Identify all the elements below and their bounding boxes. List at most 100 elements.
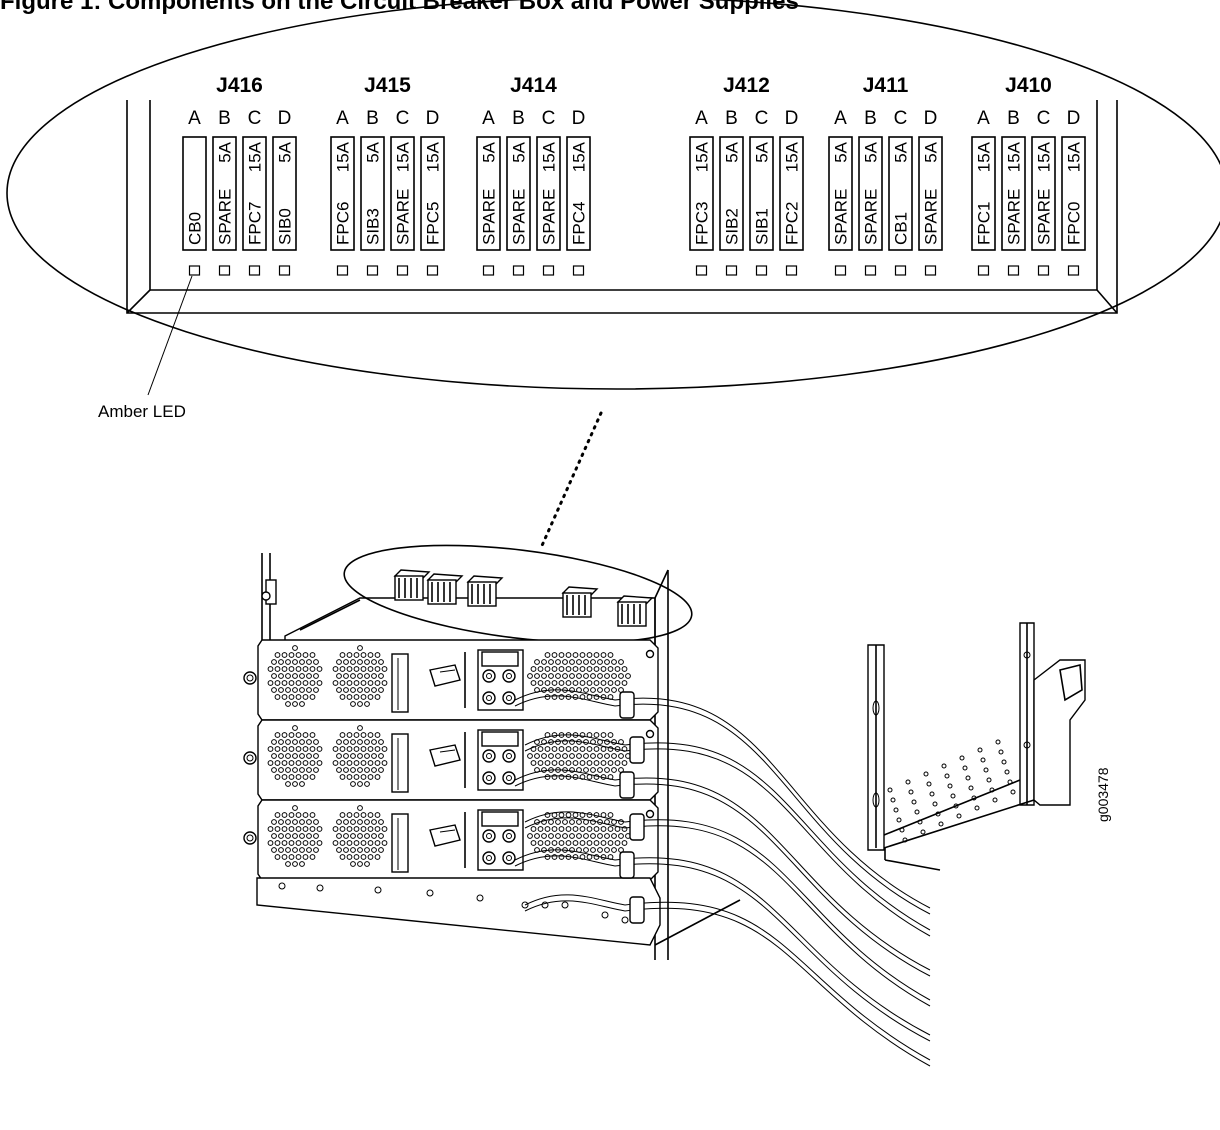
mounting-hole xyxy=(621,916,629,924)
column-label: D xyxy=(1067,108,1081,129)
power-cable xyxy=(624,901,931,1061)
amber-led xyxy=(396,265,409,276)
power-cable xyxy=(614,703,931,915)
breaker-rating: 5A xyxy=(480,141,499,162)
breaker-label: SPARE xyxy=(540,189,559,245)
breaker-rating: 15A xyxy=(334,141,353,172)
column-label: B xyxy=(1007,108,1020,129)
breaker-label: SIB3 xyxy=(364,208,383,245)
breaker-highlight-ellipse xyxy=(343,544,693,644)
column-label: D xyxy=(572,108,586,129)
breaker-rating: 15A xyxy=(394,141,413,172)
amber-led xyxy=(977,265,990,276)
breaker-rating: 15A xyxy=(540,141,559,172)
breaker-rating: 5A xyxy=(216,141,235,162)
column-label: B xyxy=(864,108,877,129)
breaker-label: SPARE xyxy=(1035,189,1054,245)
column-label: D xyxy=(785,108,799,129)
breaker-label: SIB2 xyxy=(723,208,742,245)
breaker-switch: SPARE 5A xyxy=(828,136,853,251)
breaker-block xyxy=(426,573,464,605)
breaker-label: FPC5 xyxy=(424,202,443,245)
breaker-rating: 15A xyxy=(570,141,589,172)
power-cable xyxy=(624,825,931,1007)
breaker-rating: 5A xyxy=(832,141,851,162)
breaker-rating: 15A xyxy=(246,141,265,172)
amber-led xyxy=(366,265,379,276)
amber-led xyxy=(864,265,877,276)
column-label: B xyxy=(512,108,525,129)
breaker-rating: 15A xyxy=(975,141,994,172)
breaker-label: SPARE xyxy=(510,189,529,245)
breaker-rating: 15A xyxy=(783,141,802,172)
breaker-label: SIB0 xyxy=(276,208,295,245)
power-cable xyxy=(614,863,931,1042)
power-cable xyxy=(624,819,931,1001)
bank-label: J410 xyxy=(1005,74,1052,97)
column-label: C xyxy=(542,108,556,129)
power-cable xyxy=(614,783,931,977)
breaker-rating: 15A xyxy=(1005,141,1024,172)
column-label: A xyxy=(336,108,349,129)
column-label: C xyxy=(248,108,262,129)
mounting-hole xyxy=(541,901,549,909)
breaker-rating: 15A xyxy=(424,141,443,172)
amber-led xyxy=(336,265,349,276)
amber-led xyxy=(248,265,261,276)
breaker-label: SPARE xyxy=(862,189,881,245)
breaker-label: FPC1 xyxy=(975,202,994,245)
breaker-label: SPARE xyxy=(832,189,851,245)
amber-led xyxy=(572,265,585,276)
amber-led xyxy=(924,265,937,276)
amber-led xyxy=(426,265,439,276)
zoom-callout-ellipse xyxy=(6,0,1220,390)
column-label: C xyxy=(1037,108,1051,129)
amber-led xyxy=(725,265,738,276)
column-label: A xyxy=(834,108,847,129)
breaker-rating: 5A xyxy=(364,141,383,162)
figure-caption: Figure 1: Components on the Circuit Brea… xyxy=(0,0,799,15)
column-label: D xyxy=(924,108,938,129)
power-cable xyxy=(624,742,931,931)
amber-led xyxy=(278,265,291,276)
power-cable xyxy=(614,777,931,971)
mounting-hole xyxy=(426,889,434,897)
bank-label: J416 xyxy=(216,74,263,97)
power-cable xyxy=(624,748,931,937)
breaker-label: SPARE xyxy=(216,189,235,245)
bank-label: J414 xyxy=(510,74,557,97)
mounting-hole xyxy=(521,901,529,909)
mounting-hole xyxy=(561,901,569,909)
breaker-switch: SPARE 5A xyxy=(506,136,531,251)
rack-frame xyxy=(867,622,1086,871)
amber-led xyxy=(695,265,708,276)
mounting-hole xyxy=(374,886,382,894)
column-label: A xyxy=(695,108,708,129)
breaker-rating: 5A xyxy=(276,141,295,162)
bank-label: J412 xyxy=(723,74,770,97)
bank-label: J411 xyxy=(863,74,909,97)
breaker-label: SPARE xyxy=(922,189,941,245)
breaker-rating: 5A xyxy=(510,141,529,162)
breaker-switch: SIB0 5A xyxy=(272,136,297,251)
amber-led xyxy=(512,265,525,276)
power-cables xyxy=(514,689,931,1067)
breaker-rating: 15A xyxy=(693,141,712,172)
column-label: B xyxy=(366,108,379,129)
mounting-hole xyxy=(316,884,324,892)
amber-led xyxy=(1007,265,1020,276)
